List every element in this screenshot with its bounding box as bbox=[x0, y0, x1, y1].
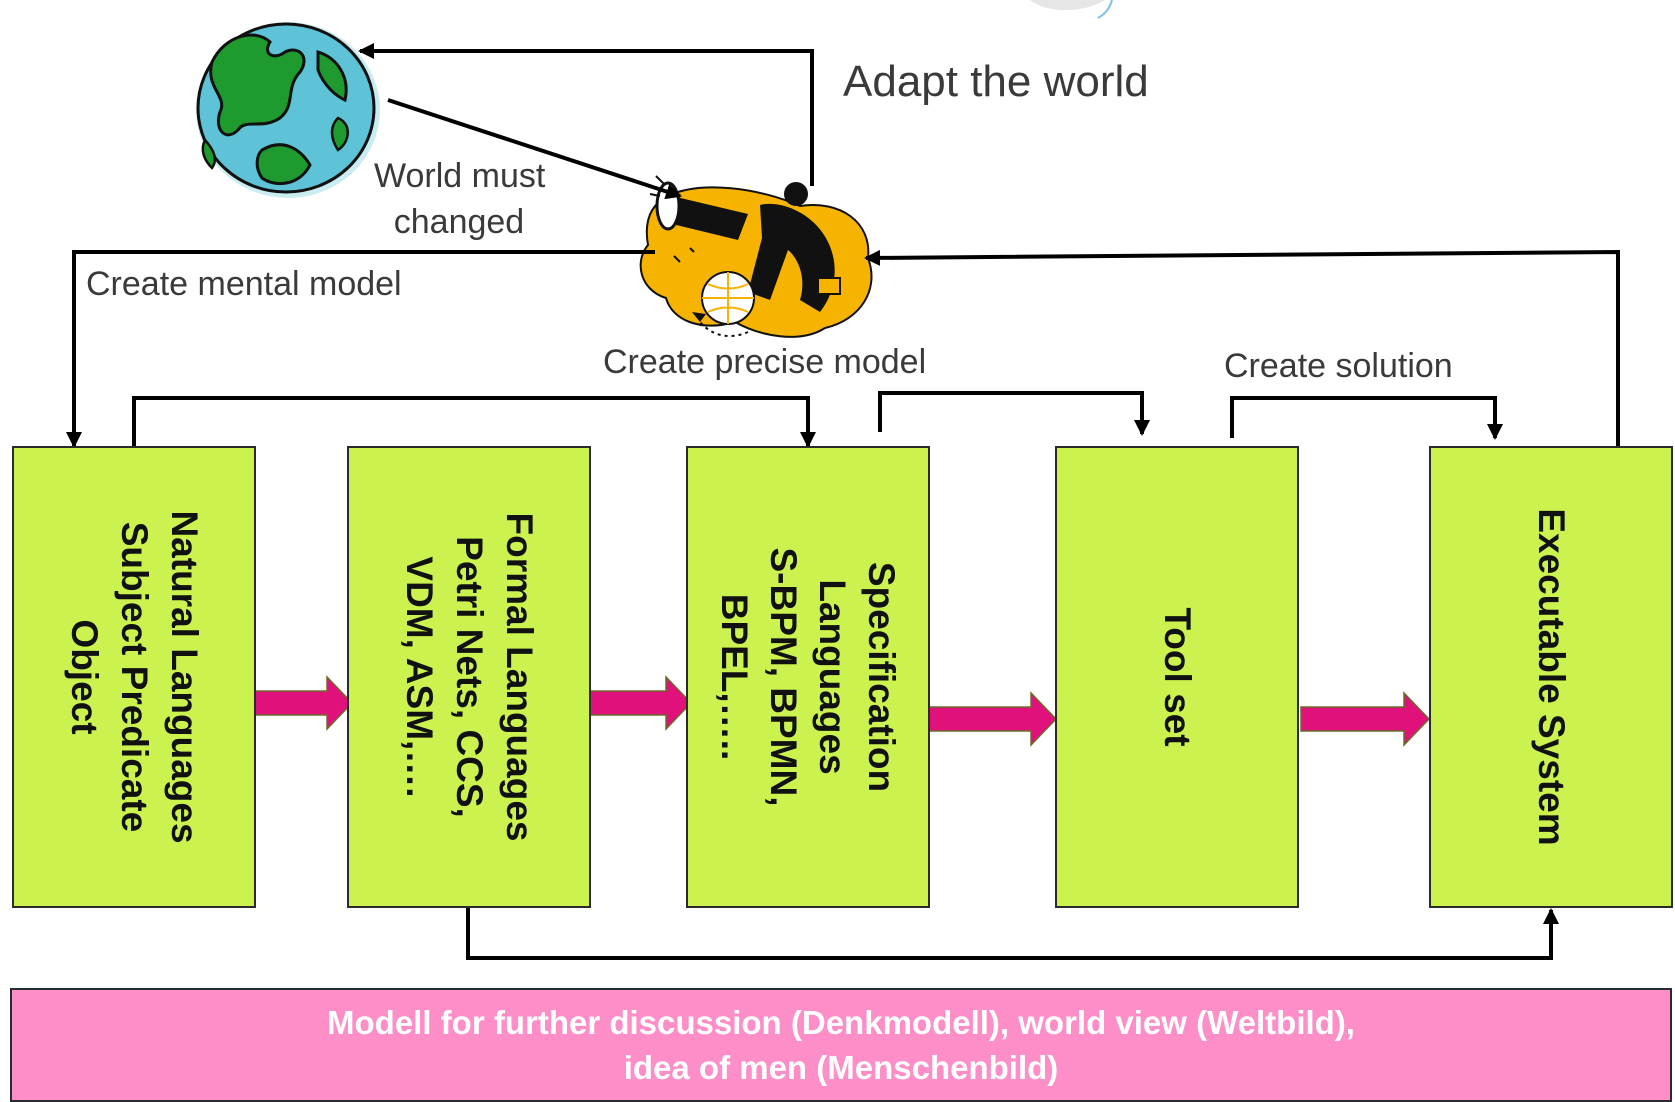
box-specification-languages: Specification Languages S-BPM, BPMN, BPE… bbox=[686, 446, 930, 908]
label-world-must-changed: World must changed bbox=[374, 153, 546, 245]
box-line: Formal Languages bbox=[499, 512, 540, 842]
label-create-solution: Create solution bbox=[1224, 347, 1453, 385]
box-natural-languages: Natural Languages Subject Predicate Obje… bbox=[12, 446, 256, 908]
box-line: Executable System bbox=[1531, 508, 1572, 846]
arrow-executable-to-visionary bbox=[864, 249, 1620, 446]
box-line: Tool set bbox=[1157, 607, 1198, 747]
label-world-must-line2: changed bbox=[393, 203, 525, 241]
box-line: Petri Nets, CCS, bbox=[449, 536, 490, 818]
box-formal-languages: Formal Languages Petri Nets, CCS, VDM, A… bbox=[347, 446, 591, 908]
box-line: Specification bbox=[861, 561, 902, 793]
label-adapt-world: Adapt the world bbox=[843, 57, 1149, 106]
partial-circle-decoration bbox=[1030, 0, 1113, 19]
arrow-create-precise-model bbox=[132, 396, 816, 448]
arrow-adapt-world bbox=[358, 43, 814, 186]
arrow-spec-to-tool bbox=[878, 391, 1150, 436]
box-formal-languages-text: Formal Languages Petri Nets, CCS, VDM, A… bbox=[394, 513, 544, 842]
connector-arrows bbox=[66, 43, 1620, 960]
box-tool-set: Tool set bbox=[1055, 446, 1299, 908]
label-world-must-line1: World must bbox=[374, 157, 546, 195]
box-line: VDM, ASM,…. bbox=[399, 556, 440, 798]
telescope-visionary-icon bbox=[639, 175, 873, 338]
box-executable-system-text: Executable System bbox=[1526, 508, 1576, 845]
flow-arrow-2 bbox=[588, 675, 693, 731]
box-line: S-BPM, BPMN, bbox=[763, 547, 804, 807]
footer-line-1: Modell for further discussion (Denkmodel… bbox=[327, 1004, 1355, 1041]
box-specification-languages-text: Specification Languages S-BPM, BPMN, BPE… bbox=[710, 548, 906, 807]
box-line: Subject Predicate bbox=[114, 521, 155, 833]
box-line: Object bbox=[64, 619, 105, 735]
flow-arrow-1 bbox=[253, 675, 354, 731]
box-line: Natural Languages bbox=[164, 510, 205, 844]
box-natural-languages-text: Natural Languages Subject Predicate Obje… bbox=[59, 510, 209, 843]
box-executable-system: Executable System bbox=[1429, 446, 1673, 908]
box-line: BPEL,….. bbox=[714, 593, 755, 761]
arrow-create-mental-model bbox=[66, 250, 655, 448]
flow-arrow-4 bbox=[1300, 691, 1431, 747]
label-create-precise-model: Create precise model bbox=[603, 343, 927, 381]
arrow-create-solution bbox=[1230, 396, 1503, 440]
arrow-world-must-changed bbox=[387, 98, 682, 200]
box-line: Languages bbox=[812, 579, 853, 775]
flow-arrows bbox=[253, 675, 1431, 747]
arrow-formal-to-executable bbox=[466, 908, 1559, 960]
flow-arrow-3 bbox=[927, 691, 1058, 747]
box-tool-set-text: Tool set bbox=[1152, 607, 1202, 746]
label-create-mental-model: Create mental model bbox=[86, 265, 402, 303]
globe-icon bbox=[196, 22, 380, 198]
footer-banner: Modell for further discussion (Denkmodel… bbox=[10, 988, 1672, 1102]
footer-line-2: idea of men (Menschenbild) bbox=[623, 1049, 1059, 1086]
